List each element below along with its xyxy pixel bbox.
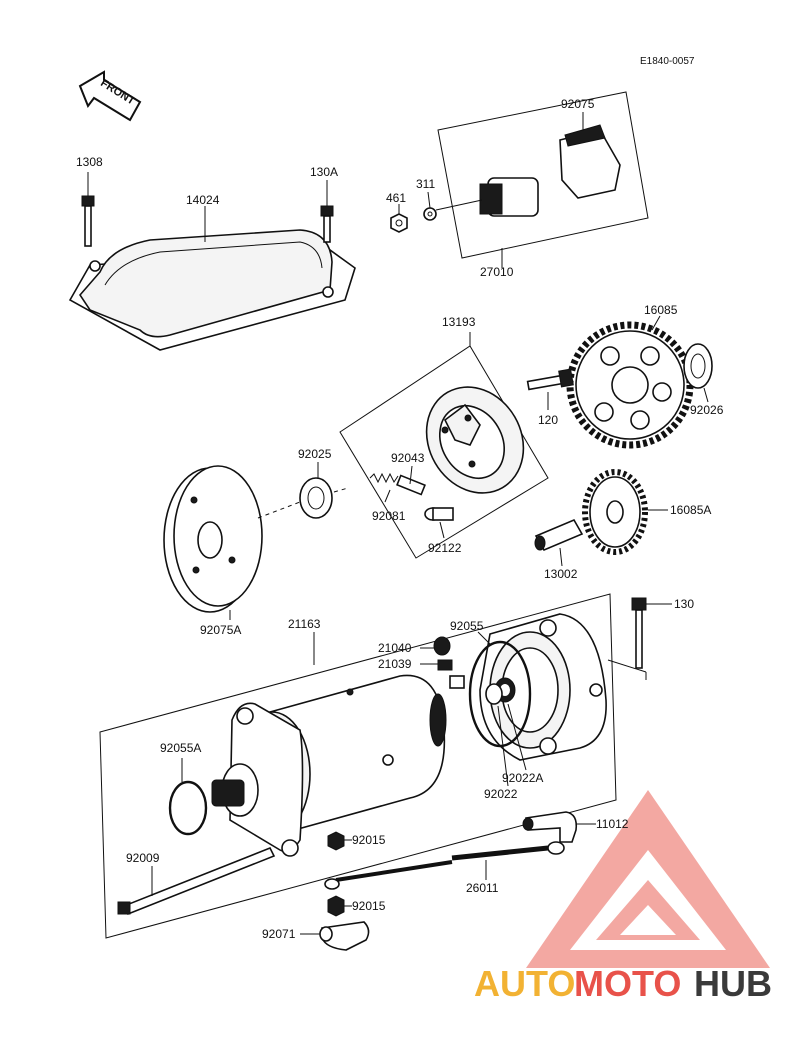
label-26011: 26011 xyxy=(466,881,499,895)
bolt-130 xyxy=(631,597,672,669)
label-92009: 92009 xyxy=(126,851,160,865)
brush-21039 xyxy=(420,659,465,689)
label-92055: 92055 xyxy=(450,619,484,633)
label-16085A: 16085A xyxy=(670,503,711,517)
label-130A: 130A xyxy=(310,165,338,179)
label-92022: 92022 xyxy=(484,787,518,801)
label-92071: 92071 xyxy=(262,927,296,941)
bolt-1308 xyxy=(81,172,95,247)
nut-92015-upper xyxy=(327,831,352,851)
boot-92071 xyxy=(300,921,370,951)
washer-92025 xyxy=(299,462,349,519)
label-130: 130 xyxy=(674,597,694,611)
watermark-text: AUTO MOTO HUB xyxy=(474,963,772,1004)
starter-motor-21163 xyxy=(211,674,447,857)
label-92025: 92025 xyxy=(298,447,332,461)
gear-16085A xyxy=(582,469,668,555)
clutch-box-13193 xyxy=(339,332,549,559)
front-arrow-icon: FRONT xyxy=(78,70,142,122)
label-92015-lower: 92015 xyxy=(352,899,386,913)
label-92043: 92043 xyxy=(391,451,425,465)
label-92015-upper: 92015 xyxy=(352,833,386,847)
watermark-moto: MOTO xyxy=(574,963,681,1004)
plate-92075A xyxy=(163,465,301,620)
diagram-code: E1840-0057 xyxy=(640,56,695,67)
watermark-auto: AUTO xyxy=(474,963,575,1004)
label-21163: 21163 xyxy=(288,617,321,631)
label-92026: 92026 xyxy=(690,403,724,417)
watermark-triangle-logo xyxy=(526,790,770,968)
label-21039: 21039 xyxy=(378,657,412,671)
label-11012: 11012 xyxy=(596,817,629,831)
label-311: 311 xyxy=(416,177,435,191)
label-14024: 14024 xyxy=(186,193,220,207)
label-27010: 27010 xyxy=(480,265,514,279)
nut-461 xyxy=(390,204,408,233)
label-92075A: 92075A xyxy=(200,623,241,637)
label-92075: 92075 xyxy=(561,97,595,111)
label-92122: 92122 xyxy=(428,541,462,555)
relay-box-27010 xyxy=(435,91,649,268)
washer-92026 xyxy=(683,343,713,403)
bolt-130A xyxy=(320,180,334,243)
watermark-hub: HUB xyxy=(694,963,772,1004)
label-16085: 16085 xyxy=(644,303,678,317)
label-21040: 21040 xyxy=(378,641,412,655)
nut-92015-lower xyxy=(327,895,352,917)
washers-92022 xyxy=(485,677,527,787)
terminal-cover-11012 xyxy=(522,811,596,843)
o-ring-92055 xyxy=(468,631,532,748)
label-1308: 1308 xyxy=(76,155,103,169)
label-92022A: 92022A xyxy=(502,771,543,785)
bolt-120 xyxy=(526,368,574,410)
o-ring-92055A xyxy=(168,758,208,836)
cable-26011 xyxy=(324,841,565,890)
bolt-92009 xyxy=(117,846,276,916)
label-92081: 92081 xyxy=(372,509,406,523)
shaft-13002 xyxy=(534,518,584,567)
label-13193: 13193 xyxy=(442,315,476,329)
label-13002: 13002 xyxy=(544,567,578,581)
washer-311 xyxy=(423,191,437,221)
cover-14024 xyxy=(68,206,356,351)
brush-holder-21040 xyxy=(420,636,451,656)
label-461: 461 xyxy=(386,191,406,205)
label-120: 120 xyxy=(538,413,558,427)
gear-16085 xyxy=(566,315,694,449)
label-92055A: 92055A xyxy=(160,741,201,755)
